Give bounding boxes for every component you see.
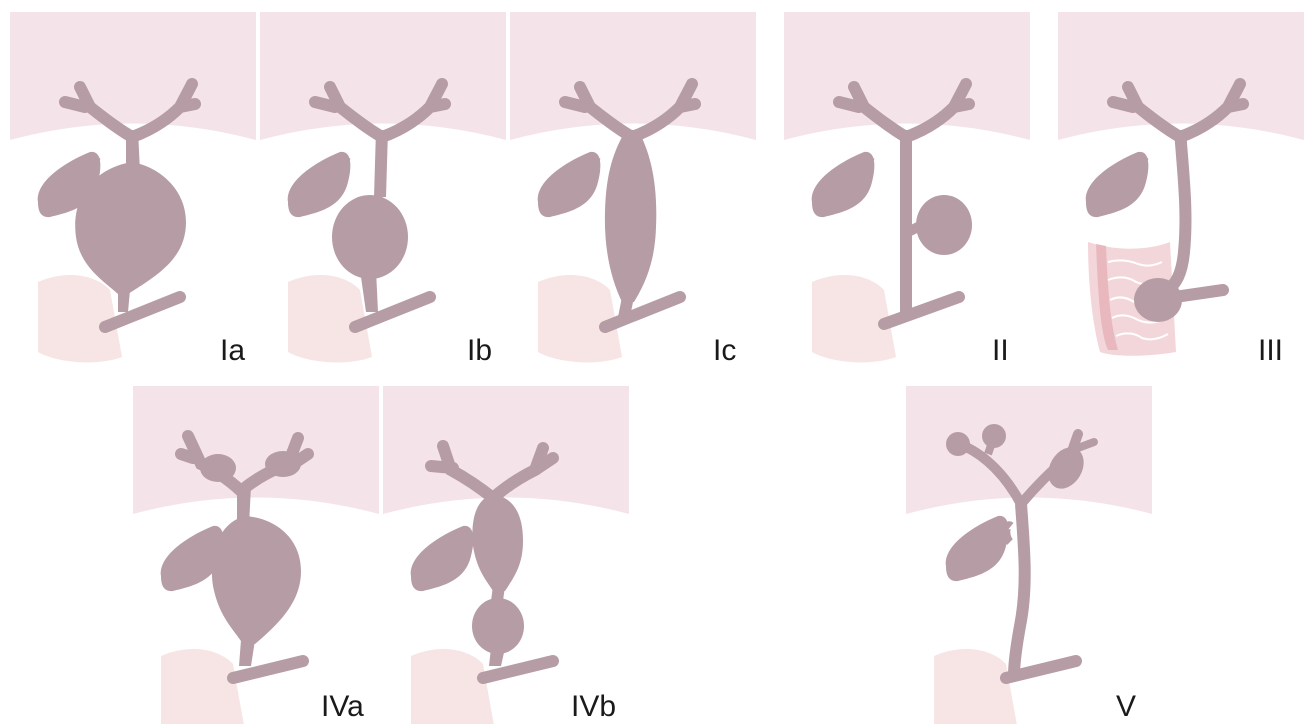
liver-region bbox=[784, 12, 1030, 140]
panel-label: IVa bbox=[321, 690, 364, 723]
duodenum bbox=[288, 275, 372, 362]
panel-label: III bbox=[1258, 334, 1283, 367]
panel-label: Ia bbox=[220, 334, 245, 367]
panel-label: IVb bbox=[571, 690, 616, 723]
duodenum bbox=[538, 275, 622, 362]
panel-type-ii: II bbox=[784, 12, 1030, 367]
liver-region bbox=[10, 12, 256, 140]
liver-region bbox=[510, 12, 756, 140]
liver-region bbox=[1058, 12, 1304, 140]
panel-type-ia: Ia bbox=[10, 12, 256, 367]
panel-type-ib: Ib bbox=[260, 12, 506, 367]
duodenum bbox=[411, 649, 495, 724]
duodenum bbox=[38, 275, 122, 362]
panel-type-ivb: IVb bbox=[383, 386, 629, 724]
liver-region bbox=[133, 386, 379, 514]
duodenum bbox=[934, 649, 1018, 724]
panel-label: Ic bbox=[713, 334, 736, 367]
panel-label: Ib bbox=[467, 334, 492, 367]
duodenum bbox=[161, 649, 245, 724]
panel-type-v: V bbox=[906, 386, 1152, 724]
panel-type-iii: III bbox=[1058, 12, 1304, 367]
panel-label: V bbox=[1116, 690, 1136, 723]
panel-label: II bbox=[992, 334, 1009, 367]
panel-type-iva: IVa bbox=[133, 386, 379, 724]
liver-region bbox=[260, 12, 506, 140]
panel-type-ic: Ic bbox=[510, 12, 756, 367]
